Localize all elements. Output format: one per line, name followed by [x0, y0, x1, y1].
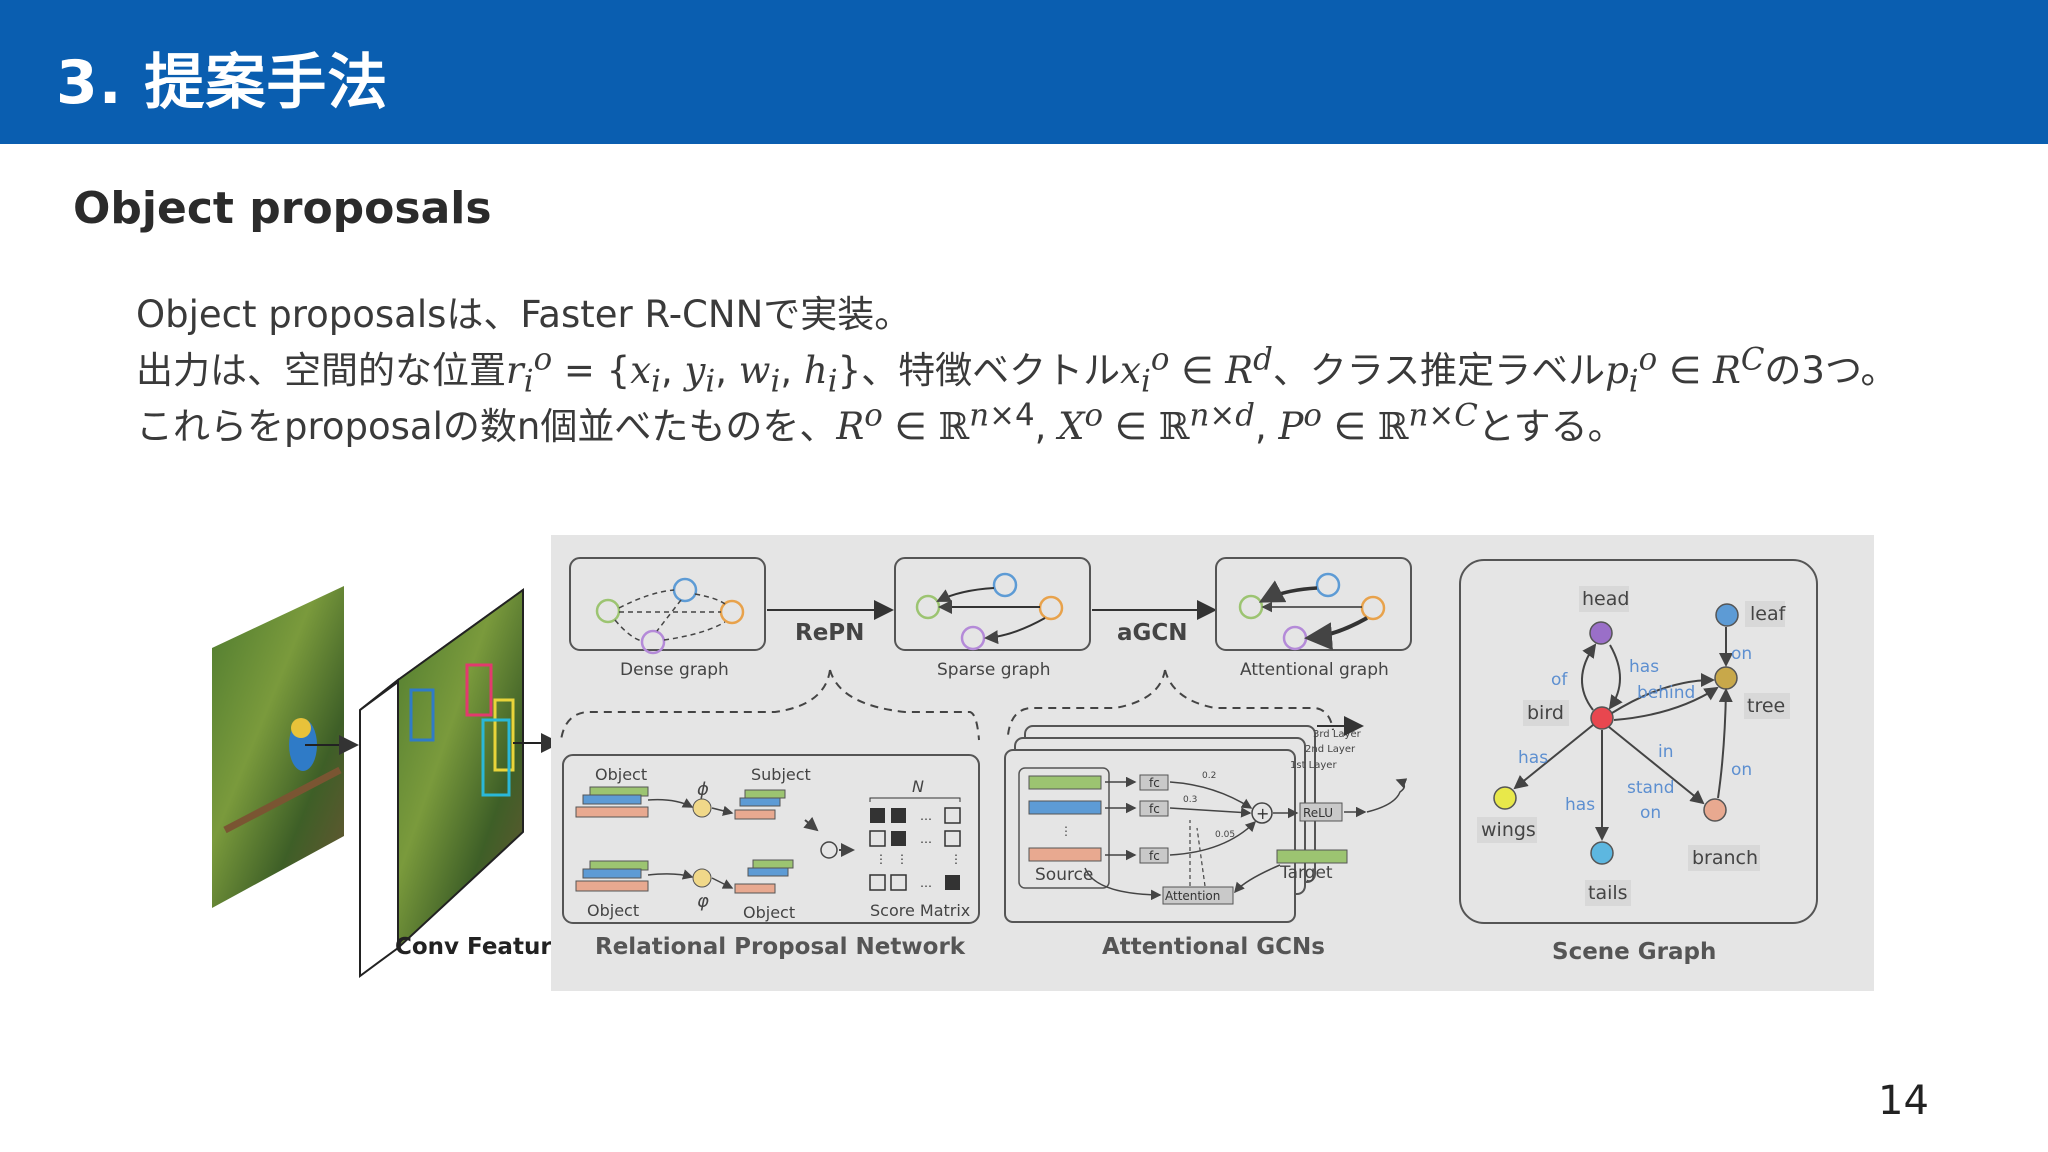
svg-text:⋮: ⋮: [950, 852, 962, 866]
sg-edge-behind: behind: [1637, 683, 1695, 703]
sg-node-branch: branch: [1692, 847, 1758, 869]
sg-caption: Scene Graph: [1552, 939, 1716, 965]
math-feature: xio ∈ Rd: [1120, 341, 1273, 400]
sg-edge-has-3: has: [1565, 795, 1595, 815]
sparse-graph-label: Sparse graph: [937, 660, 1050, 680]
slide-header: 3. 提案手法: [0, 0, 2048, 144]
score-matrix-label: Score Matrix: [870, 901, 970, 920]
repn-label: RePN: [795, 620, 864, 646]
body-line-3a: これらをproposalの数n個並べたものを、: [136, 405, 837, 448]
sg-edge-of: of: [1551, 670, 1568, 690]
rpn-box: … … … ⋮ ⋮ ⋮: [562, 754, 980, 924]
sparse-graph-box: [894, 557, 1091, 651]
dense-graph-box: [569, 557, 766, 655]
architecture-figure: Conv Feature Dense graph RePN Sparse gra…: [212, 535, 1874, 991]
sg-node-tails: tails: [1588, 882, 1628, 904]
input-image: [212, 586, 344, 908]
gcn-caption: Attentional GCNs: [1102, 934, 1325, 960]
gcn-target: Target: [1279, 863, 1333, 883]
gcn-fc-3: fc: [1149, 849, 1160, 863]
rpn-object-bottom-mid: Object: [743, 903, 795, 922]
gcn-attention: Attention: [1165, 889, 1220, 903]
svg-text:…: …: [920, 809, 932, 823]
section-subtitle: Object proposals: [73, 183, 492, 234]
gcn-layer1: 1st Layer: [1290, 760, 1337, 771]
math-position: rio = {xi, yi, wi, hi}: [506, 341, 862, 400]
gcn-weight-005: 0.05: [1215, 830, 1235, 840]
svg-text:⋮: ⋮: [875, 852, 887, 866]
svg-text:⋮: ⋮: [1060, 824, 1072, 838]
sg-edge-in: in: [1658, 742, 1674, 762]
gcn-box: ⋮ +: [1004, 725, 1408, 923]
body-line-1: Object proposalsは、Faster R-CNNで実装。: [136, 284, 911, 338]
body-line-2d: の3つ。: [1764, 349, 1898, 392]
gcn-fc-1: fc: [1149, 776, 1160, 790]
rpn-feature-stacks-top: [575, 786, 786, 820]
rpn-subject: Subject: [751, 765, 811, 784]
sg-node-leaf: leaf: [1750, 603, 1787, 625]
sg-node-tree: tree: [1747, 695, 1785, 717]
conv-feature-label: Conv Feature: [395, 934, 567, 960]
sg-node-head: head: [1582, 588, 1629, 610]
sg-node-wings: wings: [1481, 819, 1536, 841]
svg-text:⋮: ⋮: [896, 852, 908, 866]
body-line-2: 出力は、空間的な位置rio = {xi, yi, wi, hi}、特徴ベクトルx…: [136, 340, 1898, 400]
sg-edge-on-3: on: [1731, 760, 1752, 780]
gcn-weight-02: 0.2: [1202, 771, 1216, 781]
sg-edge-on-2: on: [1640, 803, 1661, 823]
math-label: pio ∈ RC: [1605, 341, 1765, 400]
attentional-graph-label: Attentional graph: [1240, 660, 1389, 680]
gcn-layer3: 3rd Layer: [1313, 729, 1362, 740]
math-matrices: Ro ∈ ℝn×4, Xo ∈ ℝn×d, Po ∈ ℝn×C: [836, 397, 1478, 448]
dense-graph-label: Dense graph: [620, 660, 729, 680]
rpn-n-label: N: [912, 777, 924, 796]
svg-text:…: …: [920, 832, 932, 846]
rpn-caption: Relational Proposal Network: [595, 934, 966, 960]
body-line-2c: 、クラス推定ラベル: [1272, 349, 1606, 392]
body-line-3b: とする。: [1477, 405, 1625, 448]
rpn-varphi: φ: [697, 891, 709, 912]
svg-text:+: +: [1256, 804, 1269, 823]
sg-edge-has-1: has: [1629, 657, 1659, 677]
conv-feature-block: [305, 588, 561, 978]
svg-text:…: …: [920, 876, 932, 890]
body-line-1-text: Object proposalsは、Faster R-CNNで実装。: [136, 293, 912, 336]
rpn-object-top: Object: [595, 765, 647, 784]
gcn-relu: ReLU: [1303, 806, 1333, 820]
sg-edge-stand: stand: [1627, 778, 1675, 798]
attentional-graph-box: [1215, 557, 1412, 651]
rpn-object-bottom-left: Object: [587, 901, 639, 920]
gcn-weight-03: 0.3: [1183, 795, 1197, 805]
sg-edge-on-1: on: [1731, 644, 1752, 664]
rpn-phi: ϕ: [697, 779, 709, 800]
gcn-fc-2: fc: [1149, 802, 1160, 816]
page-number: 14: [1878, 1078, 1929, 1124]
gcn-layer2: 2nd Layer: [1305, 744, 1356, 755]
slide-title: 3. 提案手法: [56, 48, 389, 118]
scene-graph-box: [1459, 559, 1818, 924]
sg-edge-has-2: has: [1518, 748, 1548, 768]
sg-node-bird: bird: [1527, 702, 1564, 724]
agcn-label: aGCN: [1117, 620, 1188, 646]
scene-graph-edge-labels: of has behind on has in stand on has on: [1518, 644, 1752, 823]
gcn-source: Source: [1035, 865, 1093, 885]
body-line-2b: 、特徴ベクトル: [861, 349, 1121, 392]
rpn-feature-stacks-bottom: [575, 859, 794, 894]
score-matrix-grid: … … … ⋮ ⋮ ⋮: [869, 797, 962, 891]
body-line-2a: 出力は、空間的な位置: [136, 349, 506, 392]
scene-graph-labels: head leaf bird tree wings branch tails: [1477, 586, 1790, 906]
body-line-3: これらをproposalの数n個並べたものを、Ro ∈ ℝn×4, Xo ∈ ℝ…: [136, 396, 1625, 450]
